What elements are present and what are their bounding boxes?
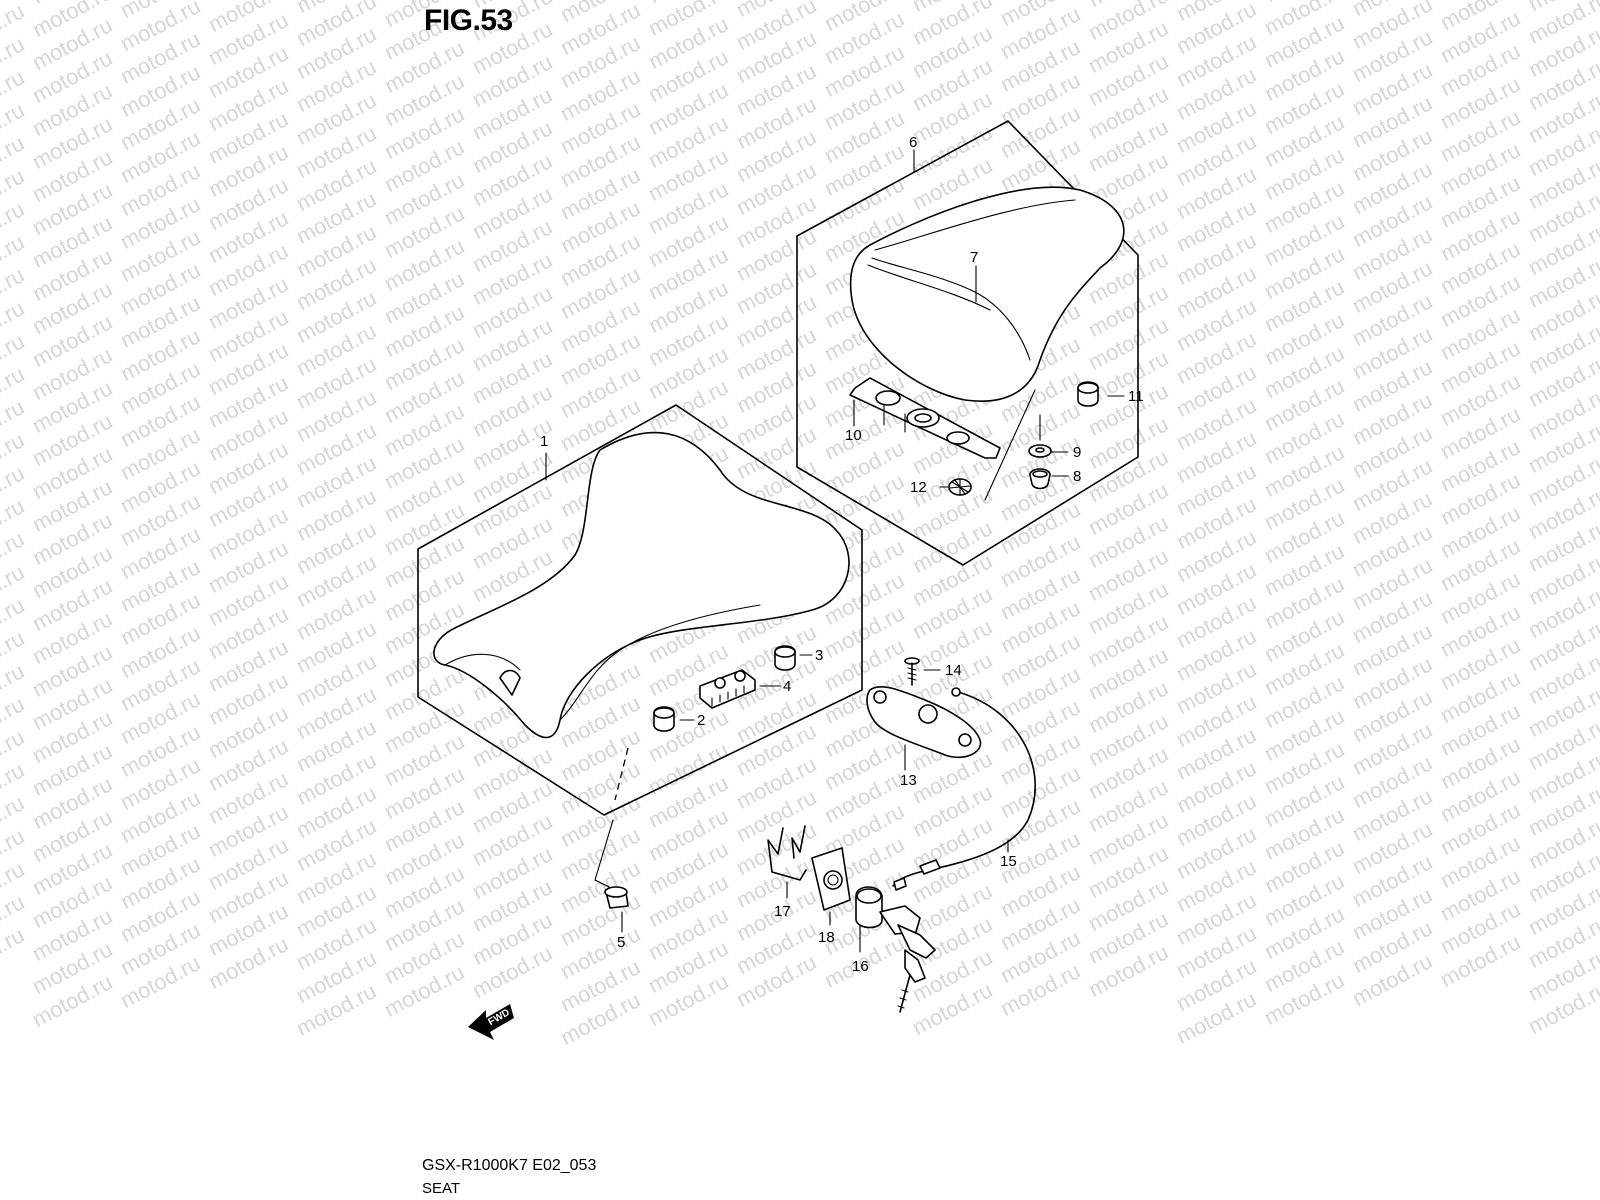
part-18-lock-plate[interactable] <box>811 847 851 926</box>
callout-17: 17 <box>774 903 791 920</box>
callout-15: 15 <box>1000 853 1017 870</box>
seat-lock-group <box>604 657 1036 1013</box>
callout-1: 1 <box>540 433 548 450</box>
front-seat-group <box>417 404 863 891</box>
part-14-screw[interactable] <box>904 657 941 686</box>
fwd-direction-marker: FWD <box>468 1004 514 1040</box>
callout-14: 14 <box>945 662 962 679</box>
part-7-rear-seat-cushion[interactable] <box>849 186 1125 402</box>
callout-6: 6 <box>909 134 917 151</box>
callout-10: 10 <box>845 427 862 444</box>
figure-title: FIG.53 <box>424 4 513 37</box>
group-boundary-6 <box>796 120 1139 566</box>
callout-7: 7 <box>970 249 978 266</box>
figure-caption: SEAT <box>422 1180 461 1197</box>
callout-5: 5 <box>617 934 625 951</box>
callout-13: 13 <box>900 772 917 789</box>
part-5-bolt[interactable] <box>604 886 629 933</box>
callout-18: 18 <box>818 929 835 946</box>
callout-2: 2 <box>697 712 705 729</box>
callout-4: 4 <box>783 678 791 695</box>
callout-9: 9 <box>1073 444 1081 461</box>
group-boundary-1 <box>417 404 863 816</box>
part-16-lock-set[interactable] <box>855 886 936 1013</box>
callout-11: 11 <box>1128 388 1144 405</box>
callout-16: 16 <box>852 958 869 975</box>
model-code: GSX-R1000K7 E02_053 <box>422 1157 597 1174</box>
part-17-clip[interactable] <box>767 825 807 881</box>
part-12-nut[interactable] <box>948 478 972 496</box>
part-4-cushion-strip[interactable] <box>699 669 756 709</box>
callout-3: 3 <box>815 647 823 664</box>
part-1-front-seat[interactable] <box>433 431 850 739</box>
rear-seat-group <box>796 120 1139 566</box>
callout-12: 12 <box>910 479 927 496</box>
callout-8: 8 <box>1073 468 1081 485</box>
